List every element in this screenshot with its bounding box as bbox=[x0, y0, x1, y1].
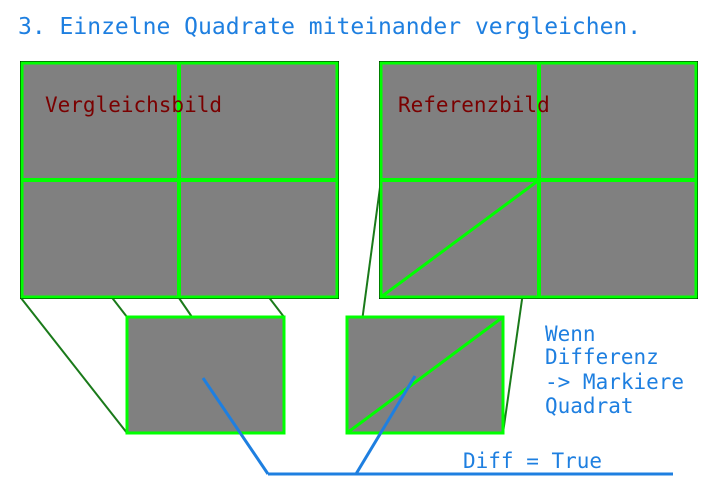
diff-note-line-2: Differenz bbox=[545, 345, 659, 369]
diff-arrow-left bbox=[201, 377, 270, 475]
compare-image bbox=[20, 61, 339, 299]
zoom-square-compare-tile bbox=[125, 315, 286, 435]
diff-arrow-right bbox=[354, 375, 417, 475]
connector-left-bottom-outer bbox=[20, 297, 128, 434]
zoom-square-compare bbox=[125, 315, 286, 435]
diff-note-line-3: -> Markiere bbox=[545, 370, 684, 394]
diagram-title: 3. Einzelne Quadrate miteinander verglei… bbox=[18, 14, 641, 40]
zoom-square-reference bbox=[345, 315, 505, 435]
diff-note-line-4: Quadrat bbox=[545, 394, 634, 418]
compare-image-label: Vergleichsbild bbox=[45, 93, 222, 117]
reference-image-label: Referenzbild bbox=[398, 93, 550, 117]
zoom-square-reference-diagonal bbox=[346, 315, 504, 435]
reference-image bbox=[379, 61, 698, 299]
diff-result-label: Diff = True bbox=[463, 449, 602, 473]
diff-note-line-1: Wenn bbox=[545, 322, 596, 346]
reference-diagonal-mark bbox=[380, 178, 540, 299]
connector-left-bottom-inner bbox=[178, 297, 193, 318]
diff-arrow bbox=[201, 375, 673, 476]
diff-note: Wenn Differenz -> Markiere Quadrat bbox=[545, 322, 684, 418]
